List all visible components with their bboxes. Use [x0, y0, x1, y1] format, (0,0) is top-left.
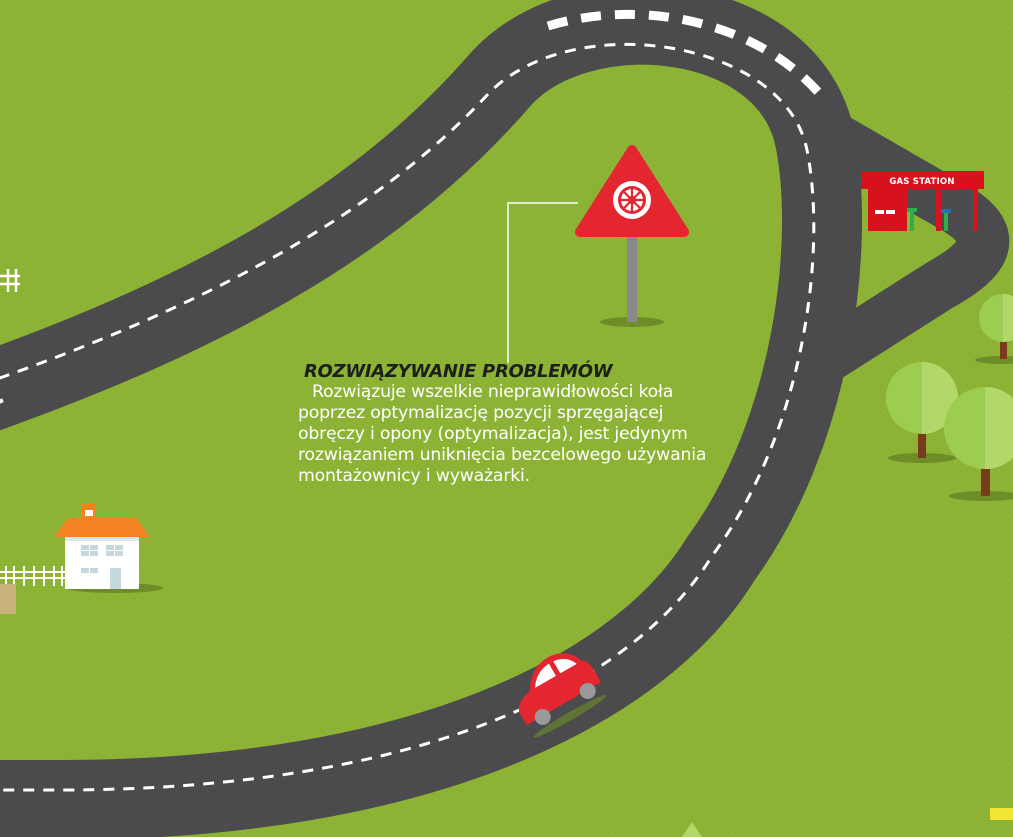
tree-top-icon [682, 822, 702, 837]
gas-station-label: GAS STATION [889, 177, 954, 187]
box-icon [0, 584, 16, 614]
wheel-icon [613, 181, 651, 219]
fence-icon [0, 566, 65, 586]
yellow-sign [990, 808, 1013, 820]
callout-line [507, 202, 578, 363]
section-body: Rozwiązuje wszelkie nieprawidłowości koł… [298, 382, 707, 486]
section-title: ROZWIĄZYWANIE PROBLEMÓW [304, 361, 613, 382]
troubleshooting-info: ROZWIĄZYWANIE PROBLEMÓW Rozwiązuje wszel… [298, 361, 718, 487]
house-icon [54, 504, 163, 593]
car-icon [518, 653, 607, 738]
fence-icon [0, 269, 20, 292]
tree-icon [944, 387, 1013, 501]
tree-icon [975, 294, 1013, 364]
gas-station-icon: GAS STATION [861, 171, 984, 231]
warning-sign-icon [575, 145, 689, 327]
